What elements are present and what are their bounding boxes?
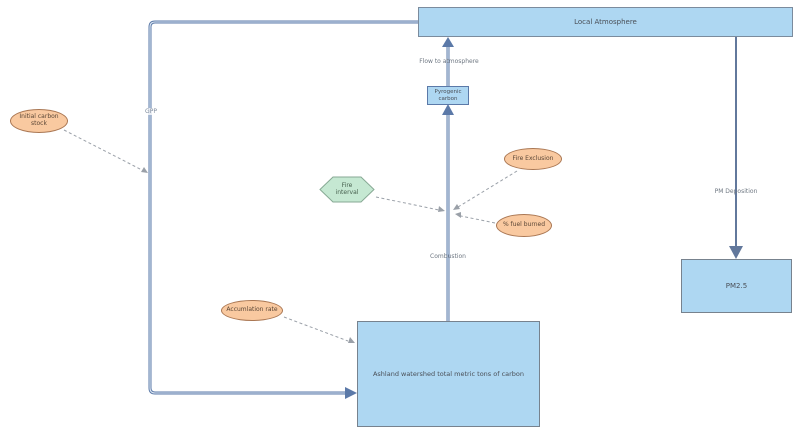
dashed-arrowhead <box>348 337 355 343</box>
variable-initial-carbon-stock[interactable]: Initial carbon stock <box>10 109 68 133</box>
variable-fuel-burned[interactable]: % fuel burned <box>496 214 552 237</box>
stock-ashland-carbon[interactable]: Ashland watershed total metric tons of c… <box>357 321 540 427</box>
flow-label-combustion: Combustion <box>430 253 466 260</box>
flow-gpp-pipe-core <box>149 21 418 394</box>
dashed-arrowhead <box>438 206 445 212</box>
flow-to-atmosphere-arrowhead <box>442 37 454 47</box>
variable-fire-exclusion[interactable]: Fire Exclusion <box>504 148 562 170</box>
flow-label-gpp: GPP <box>142 108 160 115</box>
link-label-pm-deposition: PM Deposition <box>714 188 758 195</box>
converter-fire-interval-label: Fire interval <box>335 181 359 196</box>
flow-gpp-arrowhead <box>345 387 357 399</box>
flow-label-to-atmosphere: Flow to atmosphere <box>419 58 479 65</box>
link-fire-interval-to-combustion[interactable] <box>375 196 440 211</box>
box-pyrogenic-carbon[interactable]: Pyrogenic carbon <box>427 86 469 105</box>
stock-local-atmosphere-label: Local Atmosphere <box>574 18 637 26</box>
link-pm-deposition-arrowhead <box>729 246 743 259</box>
dashed-arrowhead <box>141 167 148 173</box>
converter-fire-interval-shape[interactable] <box>319 176 375 203</box>
stock-ashland-carbon-label: Ashland watershed total metric tons of c… <box>372 370 525 378</box>
dashed-arrowhead <box>453 204 460 210</box>
converter-fire-interval-label-wrap: Fire interval <box>330 177 364 202</box>
stock-local-atmosphere[interactable]: Local Atmosphere <box>418 7 793 37</box>
link-fire-exclusion-to-combustion[interactable] <box>457 170 518 208</box>
variable-fire-exclusion-label: Fire Exclusion <box>512 154 554 162</box>
link-initial-carbon-to-gpp[interactable] <box>63 129 143 171</box>
stock-pm25-label: PM2.5 <box>725 282 748 290</box>
variable-accumulation-rate-label: Accumlation rate <box>226 306 278 314</box>
box-pyrogenic-carbon-label: Pyrogenic carbon <box>434 89 462 102</box>
stock-pm25[interactable]: PM2.5 <box>681 259 792 313</box>
dashed-arrowhead <box>455 212 461 218</box>
link-fuel-burned-to-combustion[interactable] <box>460 215 496 224</box>
variable-accumulation-rate[interactable]: Accumlation rate <box>221 300 283 321</box>
link-accumulation-to-stock[interactable] <box>283 316 349 342</box>
variable-fuel-burned-label: % fuel burned <box>502 221 546 229</box>
variable-initial-carbon-stock-label: Initial carbon stock <box>19 113 59 127</box>
flow-combustion-arrowhead <box>442 104 454 115</box>
